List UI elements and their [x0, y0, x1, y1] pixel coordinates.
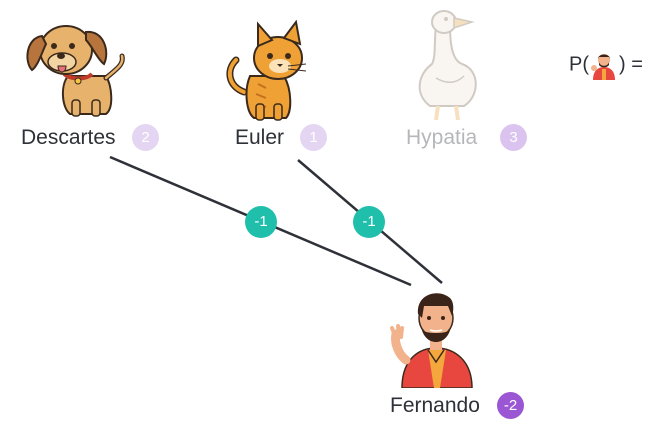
dog-icon	[26, 25, 125, 117]
person-icon	[591, 54, 615, 80]
value-badge-descartes: 2	[132, 124, 159, 151]
probability-prefix: P(	[569, 53, 589, 76]
value-badge-fernando: -2	[497, 392, 524, 419]
goose-icon	[418, 10, 477, 121]
value-badge-euler: 1	[300, 124, 327, 151]
edge-badge-descartes-fernando: -1	[245, 206, 277, 238]
node-label-euler: Euler	[235, 126, 285, 149]
value-badge-hypatia: 3	[500, 124, 527, 151]
node-label-hypatia: Hypatia	[406, 126, 478, 149]
cat-icon	[226, 20, 307, 121]
probability-suffix: ) =	[619, 53, 643, 76]
node-label-fernando: Fernando	[390, 394, 480, 417]
node-label-descartes: Descartes	[21, 126, 116, 149]
edge-badge-euler-fernando: -1	[353, 206, 385, 238]
probability-expression: P( ) =	[569, 50, 643, 80]
man-icon	[390, 293, 473, 388]
